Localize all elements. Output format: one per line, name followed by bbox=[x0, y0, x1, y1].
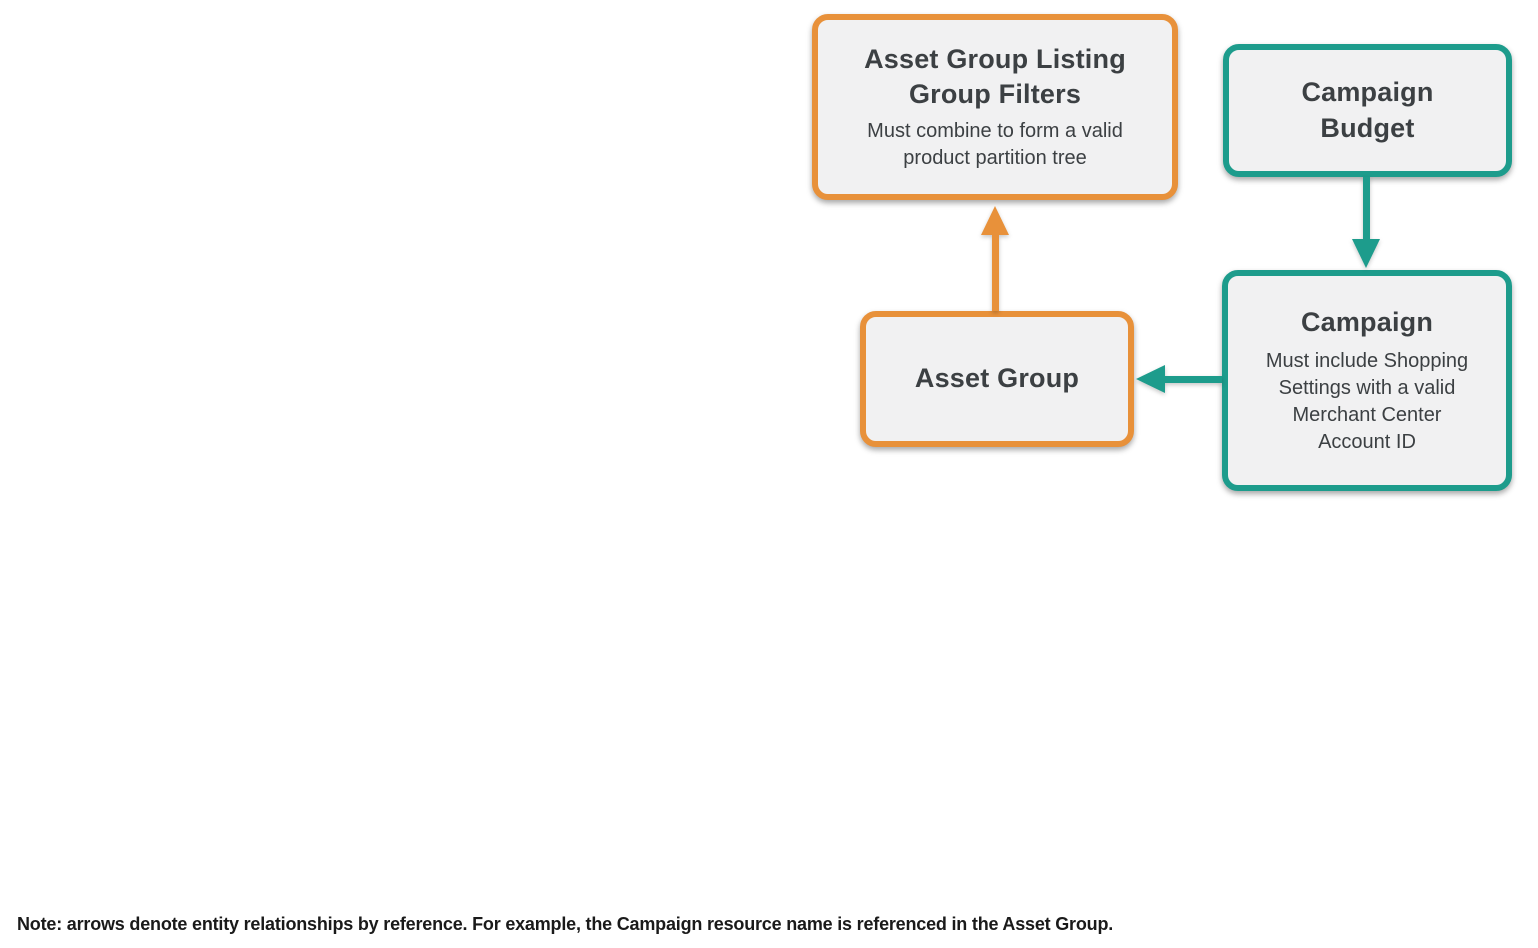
arrow-up-head bbox=[981, 206, 1009, 235]
arrow-shaft bbox=[992, 233, 999, 311]
node-asset-group: Asset Group bbox=[860, 311, 1134, 447]
node-title: Asset Group Listing Group Filters bbox=[864, 43, 1126, 109]
node-asset-group-listing-group-filters: Asset Group Listing Group Filters Must c… bbox=[812, 14, 1178, 200]
arrow-left-head bbox=[1136, 365, 1165, 393]
node-title: Asset Group bbox=[914, 363, 1080, 394]
node-campaign: Campaign Must include Shopping Settings … bbox=[1222, 270, 1512, 491]
arrow-shaft bbox=[1162, 376, 1222, 383]
arrow-shaft bbox=[1363, 177, 1370, 241]
node-title: Campaign bbox=[1300, 306, 1434, 337]
node-title: Campaign Budget bbox=[1301, 77, 1434, 143]
node-subtitle: Must combine to form a valid product par… bbox=[867, 120, 1123, 170]
node-campaign-budget: Campaign Budget bbox=[1223, 44, 1512, 177]
arrow-down-head bbox=[1352, 239, 1380, 268]
node-subtitle: Must include Shopping Settings with a va… bbox=[1265, 350, 1469, 454]
diagram-footnote: Note: arrows denote entity relationships… bbox=[17, 914, 1114, 934]
